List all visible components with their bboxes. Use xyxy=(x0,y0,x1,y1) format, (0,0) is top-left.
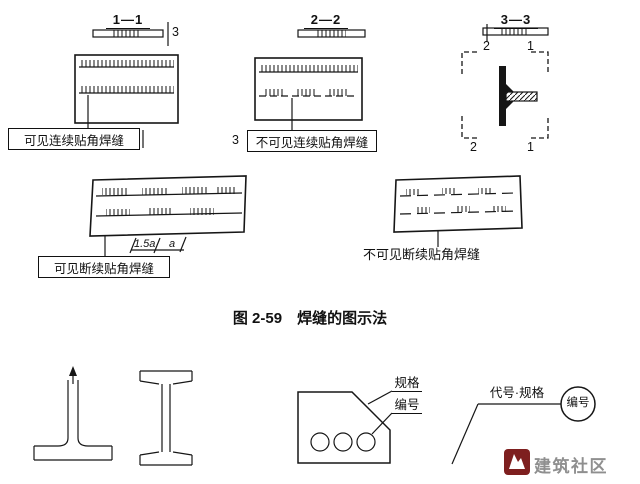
section-3-3-drawing xyxy=(461,24,549,139)
visible-intermittent-drawing xyxy=(89,175,247,256)
watermark-icon xyxy=(504,449,530,475)
t-section-drawing xyxy=(33,366,113,461)
cut-mark-bottom-right: 1 xyxy=(527,140,534,154)
visible-intermittent-weld-label: 可见断续贴角焊缝 xyxy=(38,256,170,278)
watermark-text: 建筑社区 xyxy=(534,457,608,476)
code-leader-drawing xyxy=(451,386,596,465)
circle-number-label: 编号 xyxy=(566,397,590,409)
cut-mark-top-right: 1 xyxy=(527,39,534,53)
section-2-2-drawing xyxy=(254,29,366,130)
weld-number-mark: 3 xyxy=(172,25,179,39)
dimension-size: a xyxy=(169,238,176,250)
figure-caption: 图 2-59 焊缝的图示法 xyxy=(232,310,388,327)
visible-continuous-weld-label: 可见连续贴角焊缝 xyxy=(8,128,140,150)
plate-with-holes-drawing xyxy=(297,390,393,464)
code-spec-label: 代号·规格 xyxy=(489,386,545,400)
cut-mark-top-left: 2 xyxy=(483,39,490,53)
number-label: 编号 xyxy=(392,398,422,415)
dimension-pitch: 1.5a xyxy=(134,238,156,250)
section-label-1-1: 1—1 xyxy=(106,12,150,29)
invisible-intermittent-drawing xyxy=(393,175,523,247)
cut-mark-bottom-left: 2 xyxy=(470,140,477,154)
invisible-continuous-weld-label: 不可见连续贴角焊缝 xyxy=(247,130,377,152)
weld-number-prefix: 3 xyxy=(232,133,239,147)
section-label-3-3: 3—3 xyxy=(494,12,538,29)
i-beam-drawing xyxy=(139,370,193,466)
section-1-1-drawing xyxy=(74,22,179,148)
invisible-intermittent-weld-label: 不可见断续贴角焊缝 xyxy=(363,247,481,262)
section-label-2-2: 2—2 xyxy=(304,12,348,29)
spec-label: 规格 xyxy=(392,376,422,393)
